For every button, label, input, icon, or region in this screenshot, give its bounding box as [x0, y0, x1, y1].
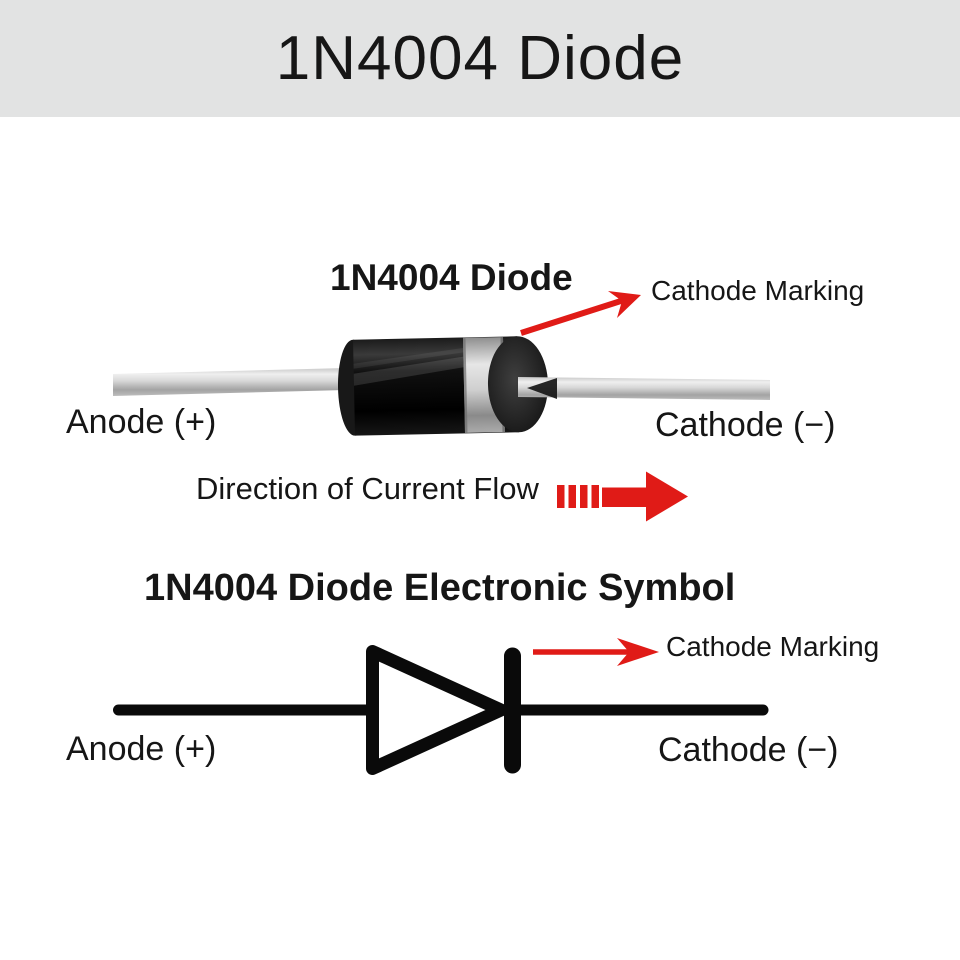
cathode-marking-label-bottom: Cathode Marking: [666, 631, 880, 662]
cathode-label-top: Cathode (−): [655, 406, 836, 444]
symbol-triangle: [366, 645, 508, 775]
cathode-lead: [518, 377, 770, 400]
diode-photo: [113, 336, 770, 436]
current-flow-label: Direction of Current Flow: [196, 471, 539, 506]
page-title: 1N4004 Diode: [275, 24, 685, 93]
symbol-cathode-arrow-icon: [533, 638, 659, 666]
cathode-marking-label-top: Cathode Marking: [651, 275, 865, 306]
anode-label-top: Anode (+): [66, 403, 217, 441]
symbol-heading: 1N4004 Diode Electronic Symbol: [144, 567, 736, 609]
diode-body: [337, 336, 548, 436]
photo-part-label: 1N4004 Diode: [330, 257, 573, 298]
cathode-label-bottom: Cathode (−): [658, 731, 839, 769]
diode-symbol: [113, 645, 769, 775]
current-flow-arrow-icon: [557, 471, 688, 522]
title-banner: 1N4004 Diode: [0, 0, 960, 117]
cathode-marking-arrow-icon: [520, 291, 641, 336]
anode-lead: [113, 368, 346, 396]
anode-label-bottom: Anode (+): [66, 730, 217, 768]
